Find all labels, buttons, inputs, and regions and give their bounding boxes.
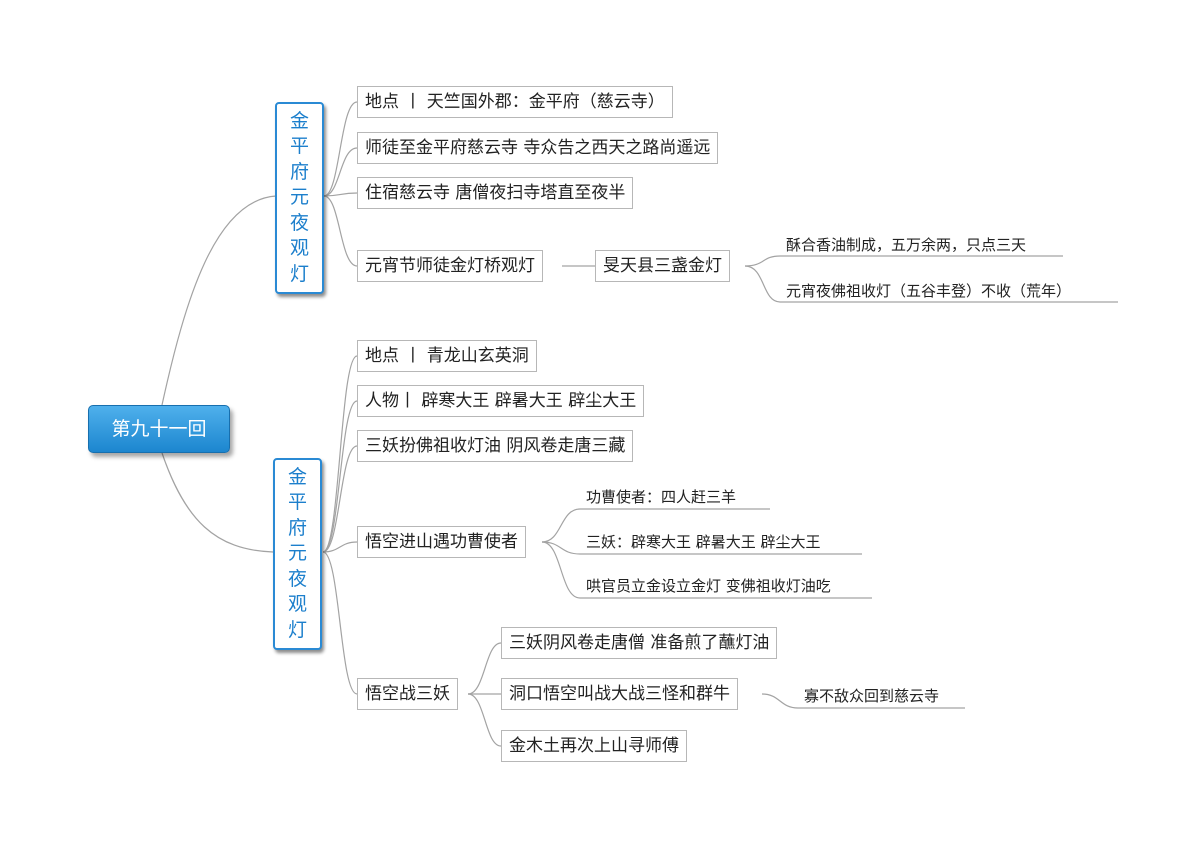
chapter-char: 元 bbox=[289, 186, 309, 209]
link-battle-fry bbox=[467, 642, 502, 695]
link-c1-arrive bbox=[323, 147, 358, 197]
link-lamps-collect bbox=[744, 265, 1118, 303]
node-three-golden-lamps[interactable]: 旻天县三盏金灯 bbox=[595, 250, 730, 282]
node-stay-ciyun[interactable]: 住宿慈云寺 唐僧夜扫寺塔直至夜半 bbox=[357, 177, 634, 209]
node-lantern-festival[interactable]: 元宵节师徒金灯桥观灯 bbox=[357, 250, 543, 282]
link-c1-stay bbox=[323, 192, 358, 197]
node-deceive-officials[interactable]: 哄官员立金设立金灯 变佛祖收灯油吃 bbox=[586, 577, 831, 595]
node-buddha-collect[interactable]: 元宵夜佛祖收灯（五谷丰登）不收（荒年） bbox=[786, 282, 1072, 300]
link-c2-place bbox=[322, 355, 358, 553]
chapter-char: 元 bbox=[287, 542, 307, 565]
node-meet-envoy[interactable]: 悟空进山遇功曹使者 bbox=[357, 526, 526, 558]
chapter-node-jinping-1[interactable]: 金 平 府 元 夜 观 灯 bbox=[275, 102, 324, 294]
chapter-char: 府 bbox=[289, 160, 309, 183]
node-place-qinglong[interactable]: 地点 丨 青龙山玄英洞 bbox=[357, 340, 537, 372]
node-people[interactable]: 人物丨 辟寒大王 辟暑大王 辟尘大王 bbox=[357, 385, 645, 417]
chapter-char: 观 bbox=[287, 593, 307, 616]
link-cave-outnumbered bbox=[761, 693, 965, 709]
node-envoy-hint[interactable]: 功曹使者：四人赶三羊 bbox=[586, 488, 737, 506]
chapter-char: 夜 bbox=[289, 211, 309, 234]
chapter-char: 金 bbox=[289, 109, 309, 132]
chapter-char: 灯 bbox=[287, 618, 307, 641]
link-c2-meet bbox=[322, 541, 358, 553]
chapter-char: 观 bbox=[289, 237, 309, 260]
link-lamps-oil bbox=[744, 255, 1063, 267]
link-battle-return bbox=[467, 693, 502, 747]
node-arrive-ciyun[interactable]: 师徒至金平府慈云寺 寺众告之西天之路尚遥远 bbox=[357, 132, 719, 164]
node-return-search[interactable]: 金木土再次上山寻师傅 bbox=[501, 730, 687, 762]
node-demon-disguise[interactable]: 三妖扮佛祖收灯油 阴风卷走唐三藏 bbox=[357, 430, 634, 462]
root-node[interactable]: 第九十一回 bbox=[88, 405, 230, 453]
node-cave-fight[interactable]: 洞口悟空叫战大战三怪和群牛 bbox=[501, 678, 738, 710]
chapter-char: 府 bbox=[287, 516, 307, 539]
link-c2-disguise bbox=[322, 445, 358, 553]
node-battle[interactable]: 悟空战三妖 bbox=[357, 678, 458, 710]
node-outnumbered[interactable]: 寡不敌众回到慈云寺 bbox=[804, 687, 940, 705]
chapter-node-jinping-2[interactable]: 金 平 府 元 夜 观 灯 bbox=[273, 458, 322, 650]
link-meet-deceive bbox=[541, 541, 872, 599]
link-c1-place bbox=[323, 101, 358, 197]
chapter-char: 平 bbox=[287, 491, 307, 514]
node-three-demons[interactable]: 三妖：辟寒大王 辟暑大王 辟尘大王 bbox=[586, 533, 821, 551]
link-c2-battle bbox=[322, 551, 358, 695]
chapter-char: 平 bbox=[289, 135, 309, 158]
link-c1-festival bbox=[323, 195, 358, 267]
chapter-char: 夜 bbox=[287, 567, 307, 590]
chapter-char: 灯 bbox=[289, 262, 309, 285]
node-fry-oil[interactable]: 三妖阴风卷走唐僧 准备煎了蘸灯油 bbox=[501, 627, 778, 659]
node-lamp-oil[interactable]: 酥合香油制成，五万余两，只点三天 bbox=[786, 236, 1027, 254]
link-root-chapter1 bbox=[161, 195, 277, 406]
link-c2-people bbox=[322, 400, 358, 553]
link-root-chapter2 bbox=[161, 452, 274, 553]
node-place-tianzhu[interactable]: 地点 丨 天竺国外郡：金平府（慈云寺） bbox=[357, 86, 673, 118]
link-meet-envoy bbox=[541, 508, 770, 543]
chapter-char: 金 bbox=[287, 465, 307, 488]
link-meet-demons bbox=[541, 541, 862, 555]
